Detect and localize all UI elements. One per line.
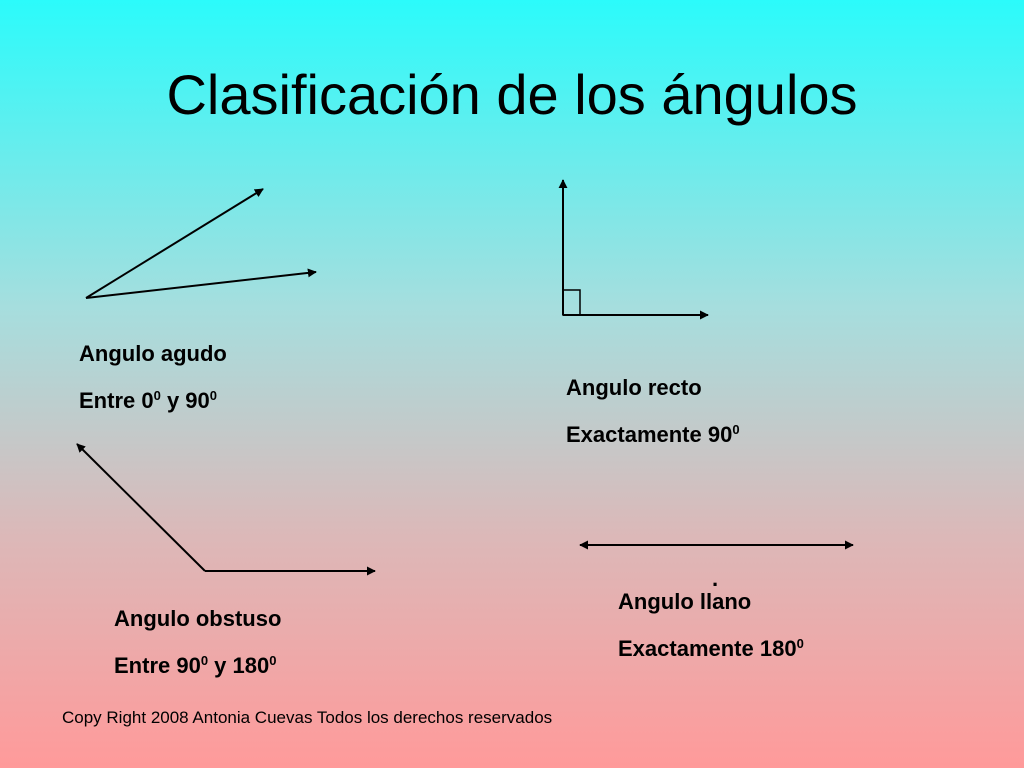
obtuse-range: Entre 900 y 1800 [114,653,277,678]
obtuse-angle-drawing [76,443,376,576]
acute-angle-drawing [85,188,317,299]
page-title: Clasificación de los ángulos [166,63,858,126]
acute-caption: Angulo agudo Entre 00 y 900 [79,343,227,412]
acute-ray-upper [85,188,264,299]
obtuse-name: Angulo obstuso [114,606,282,631]
vertex-dot: . [712,566,719,591]
obtuse-caption: Angulo obstuso Entre 900 y 1800 [114,608,281,677]
right-caption: Angulo recto Exactamente 900 [566,377,740,446]
right-name: Angulo recto [566,375,702,400]
obtuse-ray-diagonal [76,443,206,572]
straight-name: Angulo llano [618,589,752,614]
copyright-notice: Copy Right 2008 Antonia Cuevas Todos los… [62,708,553,727]
straight-range: Exactamente 1800 [618,636,804,661]
acute-range: Entre 00 y 900 [79,388,217,413]
right-angle-drawing [558,179,709,320]
right-angle-marker [562,289,581,316]
straight-caption: Angulo llano Exactamente 1800 [618,591,804,660]
acute-ray-lower [85,268,317,299]
right-range: Exactamente 900 [566,422,740,447]
acute-name: Angulo agudo [79,341,227,366]
